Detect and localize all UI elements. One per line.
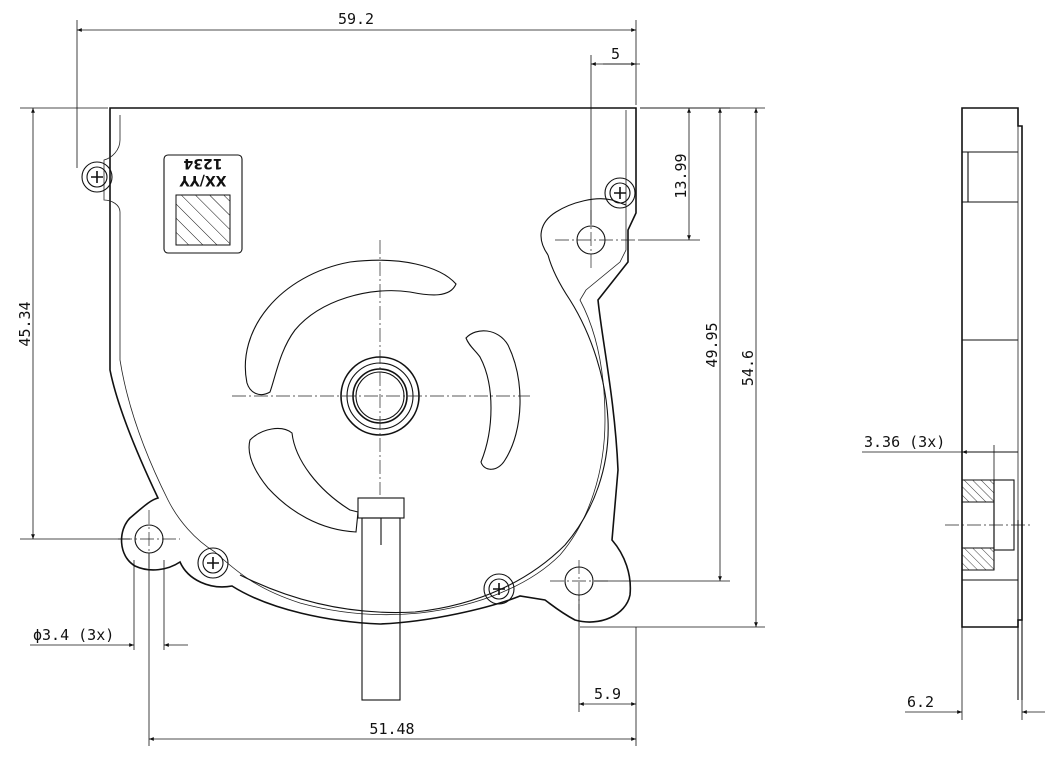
top-right-boss (540, 198, 627, 256)
dim-hole-span-width: 51.48 (369, 720, 414, 738)
label-line2: 1234 (183, 155, 222, 171)
dim-top-hole-height: 13.99 (672, 153, 690, 198)
blade-right (465, 330, 521, 470)
label-line1: XX/YY (179, 172, 227, 188)
dim-top-offset: 5 (611, 45, 620, 63)
scroll-curve (239, 254, 609, 614)
dim-mount-thickness: 3.36 (3x) (864, 433, 945, 451)
housing-inner-edge (103, 110, 627, 616)
cable (357, 497, 405, 701)
screw-bottom-left (197, 547, 229, 579)
dim-left-height: 45.34 (16, 301, 34, 346)
dimensions-front: 59.2 5 13.99 49.95 54.6 45.34 ϕ3.4 (3x) (16, 10, 765, 746)
front-view: XX/YY 1234 (81, 107, 640, 701)
blade-upper-left (244, 259, 457, 396)
dim-hole-diameter: ϕ3.4 (3x) (33, 626, 114, 644)
dim-overall-width: 59.2 (338, 10, 374, 28)
screw-top-left (81, 161, 113, 193)
dim-hole-span-height: 49.95 (703, 322, 721, 367)
product-label: XX/YY 1234 (163, 154, 243, 254)
dim-right-offset: 5.9 (594, 685, 621, 703)
dimensions-side: 3.36 (3x) 6.2 (862, 433, 1045, 720)
screw-top-right (604, 177, 636, 209)
dim-overall-height: 54.6 (739, 350, 757, 386)
housing-outline (109, 107, 637, 625)
blade-lower-left (248, 427, 359, 533)
side-view (945, 107, 1030, 700)
screw-bottom-right (483, 573, 515, 605)
dim-thickness: 6.2 (907, 693, 934, 711)
